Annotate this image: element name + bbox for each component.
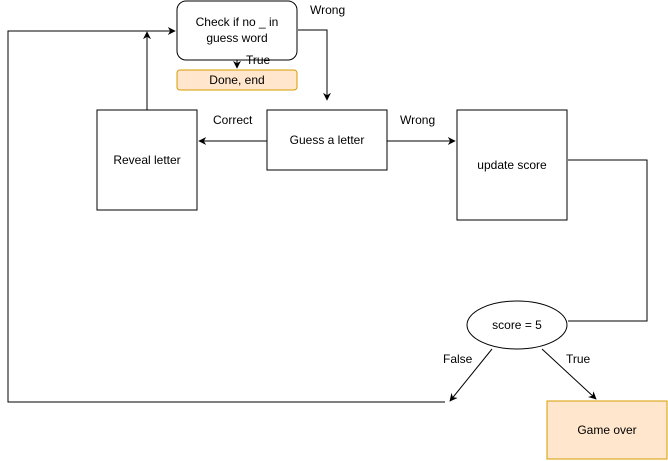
guess-label: Guess a letter <box>290 133 365 147</box>
node-update: update score <box>456 109 568 221</box>
edges <box>7 27 648 403</box>
reveal-label: Reveal letter <box>113 153 180 167</box>
edge-label-guess-wrong: Wrong <box>400 113 435 127</box>
edge-check-to-guess <box>298 29 331 101</box>
edge-score-true <box>541 348 597 400</box>
node-reveal: Reveal letter <box>96 109 198 211</box>
node-check: Check if no _ in guess word <box>176 0 298 61</box>
edge-update-to-score <box>568 159 648 322</box>
done-label: Done, end <box>209 73 264 87</box>
node-done: Done, end <box>176 69 298 91</box>
edge-score-false <box>449 348 493 402</box>
edge-label-guess-correct: Correct <box>213 113 253 127</box>
edge-label-score-true: True <box>566 352 591 366</box>
node-gameover: Game over <box>546 400 668 460</box>
check-label-line1: Check if no _ in <box>196 15 279 29</box>
update-label: update score <box>477 158 547 172</box>
node-score: score = 5 <box>466 300 568 350</box>
edge-labels: Wrong True Correct Wrong False True <box>213 3 591 366</box>
node-guess: Guess a letter <box>266 109 388 171</box>
edge-label-check-true: True <box>246 53 271 67</box>
score-label: score = 5 <box>492 318 542 332</box>
edge-label-score-false: False <box>443 352 473 366</box>
check-label-line2: guess word <box>206 31 267 45</box>
edge-label-check-wrong: Wrong <box>310 3 345 17</box>
edge-loop-to-check <box>7 27 445 403</box>
gameover-label: Game over <box>577 423 636 437</box>
